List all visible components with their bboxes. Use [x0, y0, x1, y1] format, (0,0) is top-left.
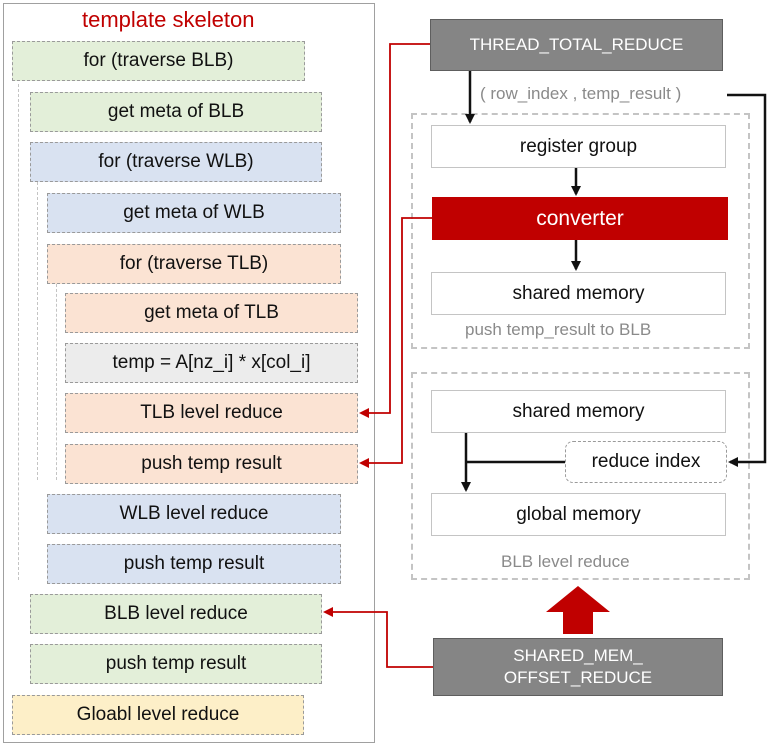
- red-arrow-offset-to-blb-reduce: [323, 607, 433, 668]
- shared-mem-offset-reduce-box: SHARED_MEM_ OFFSET_REDUCE: [433, 638, 723, 696]
- temp-compute: temp = A[nz_i] * x[col_i]: [65, 343, 358, 383]
- for-traverse-wlb: for (traverse WLB): [30, 142, 322, 182]
- blb-level-reduce: BLB level reduce: [30, 594, 322, 634]
- thread-total-reduce-box: THREAD_TOTAL_REDUCE: [430, 19, 723, 71]
- nesting-line-wlb: [37, 182, 38, 480]
- shared-mem-offset-line2: OFFSET_REDUCE: [503, 668, 653, 687]
- reduce-index-box: reduce index: [565, 441, 727, 483]
- red-arrow-thread-to-tlb-reduce: [359, 43, 430, 418]
- skeleton-title: template skeleton: [82, 7, 255, 32]
- tlb-push-temp-result: push temp result: [65, 444, 358, 484]
- blb-push-temp-result: push temp result: [30, 644, 322, 684]
- for-traverse-blb: for (traverse BLB): [12, 41, 305, 81]
- wlb-push-temp-result: push temp result: [47, 544, 341, 584]
- arrow-params-to-reduce-index: [727, 93, 767, 467]
- params-label: ( row_index , temp_result ): [480, 84, 682, 103]
- global-memory-box: global memory: [431, 493, 726, 536]
- skeleton-panel: [3, 3, 375, 743]
- push-group-frame: [411, 113, 750, 349]
- shared-memory-bottom-box: shared memory: [431, 390, 726, 433]
- shared-memory-top-box: shared memory: [431, 272, 726, 315]
- big-red-up-arrow: [546, 586, 610, 634]
- red-arrow-converter-to-push: [359, 217, 432, 468]
- push-caption: push temp_result to BLB: [465, 320, 652, 339]
- register-group-box: register group: [431, 125, 726, 168]
- blb-reduce-frame: [411, 372, 750, 580]
- global-level-reduce: Gloabl level reduce: [12, 695, 304, 735]
- get-meta-wlb: get meta of WLB: [47, 193, 341, 233]
- get-meta-tlb: get meta of TLB: [65, 293, 358, 333]
- get-meta-blb: get meta of BLB: [30, 92, 322, 132]
- nesting-line-tlb: [56, 284, 57, 480]
- blb-caption: BLB level reduce: [501, 552, 630, 571]
- shared-mem-offset-line1: SHARED_MEM_: [513, 646, 643, 665]
- tlb-level-reduce: TLB level reduce: [65, 393, 358, 433]
- converter-box: converter: [432, 197, 728, 240]
- wlb-level-reduce: WLB level reduce: [47, 494, 341, 534]
- nesting-line-blb: [18, 84, 19, 580]
- for-traverse-tlb: for (traverse TLB): [47, 244, 341, 284]
